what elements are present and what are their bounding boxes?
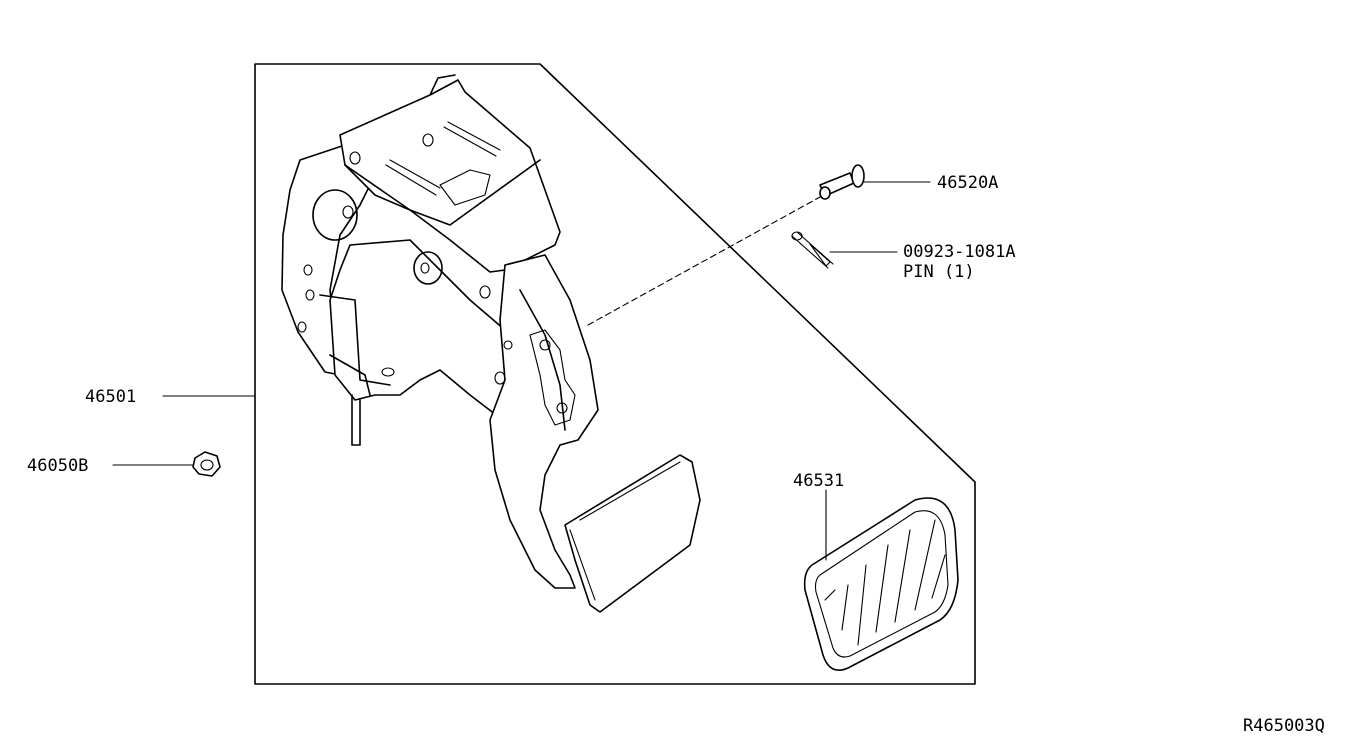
callout-46050b: 46050B [27,456,88,476]
callout-46531: 46531 [793,471,844,491]
bolt-46520a-part [819,164,865,200]
callout-00923-1081a: 00923-1081A [903,242,1016,262]
pedal-pad-46531-part [803,497,959,671]
nut-46050b-part [192,451,221,477]
figure-id: R465003Q [1243,716,1325,736]
callout-pin-desc: PIN (1) [903,262,975,282]
callout-46501: 46501 [85,387,136,407]
pedal-bracket-assembly [281,74,701,613]
assembly-leader-dashed [587,196,821,326]
callout-46520a: 46520A [937,173,998,193]
clevis-pin-part [791,231,834,269]
assembly-frame [254,63,976,685]
